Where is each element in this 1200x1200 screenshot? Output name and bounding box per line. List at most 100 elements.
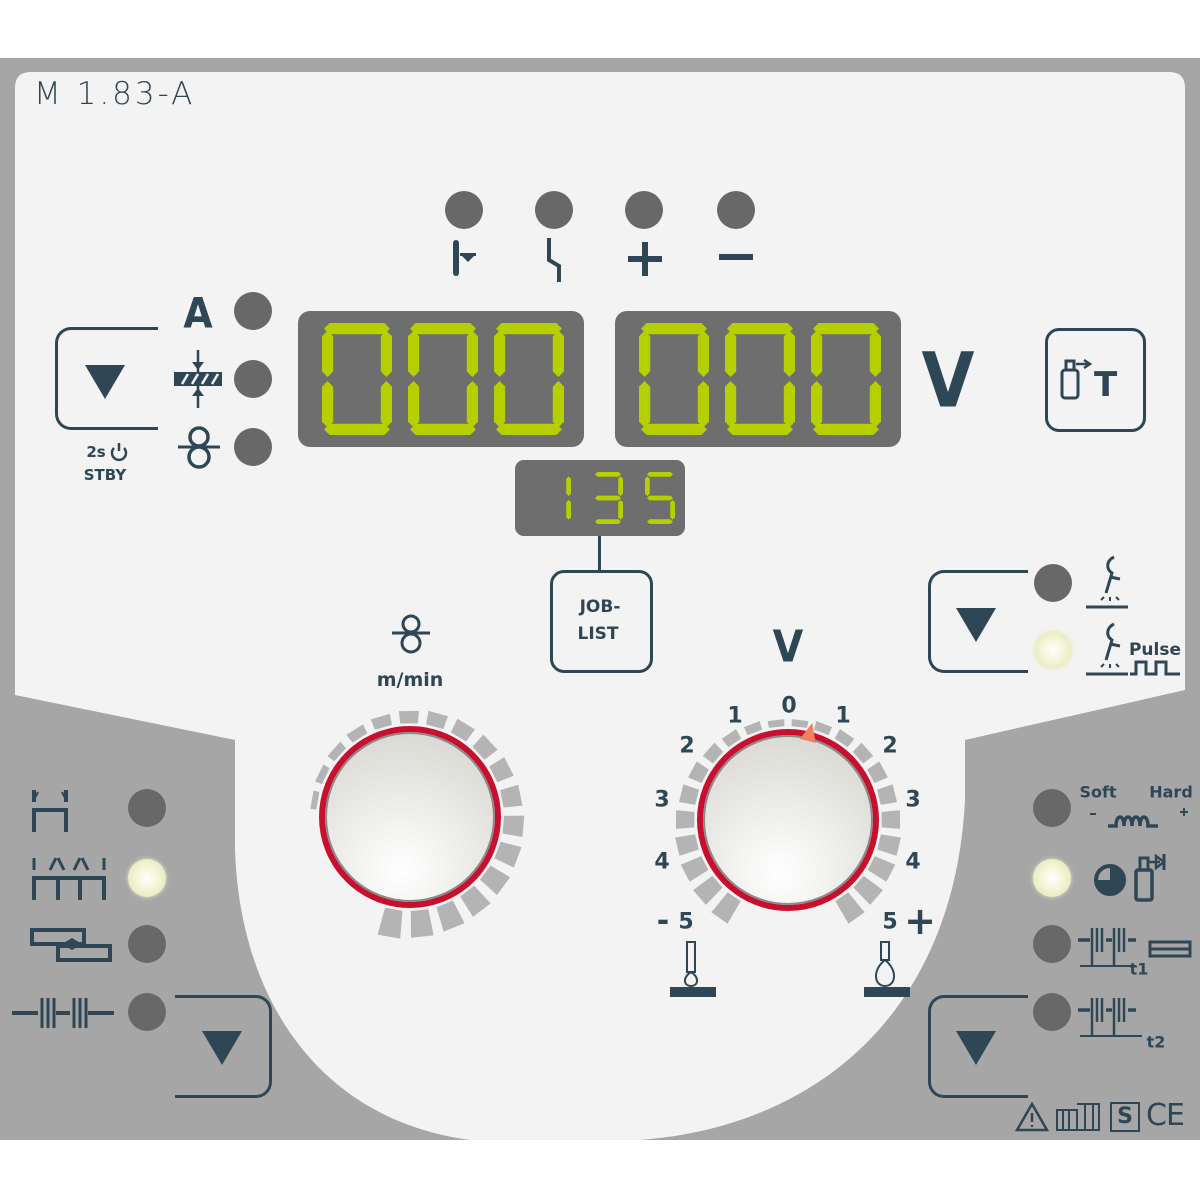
display-segment [639,330,651,377]
temperature-icon [453,240,476,276]
seven-segment-readout [566,472,675,524]
gas-post-flow-icon [1094,853,1167,902]
operating-mode-button[interactable] [175,995,272,1098]
short-arc-icon [670,941,716,997]
display-segment [496,323,562,335]
dial-pointer [799,722,816,743]
display-segment [727,323,793,335]
standby-label: STBY [83,466,127,484]
display-segment [380,330,392,377]
dial-knob[interactable] [697,729,879,911]
display-segment [496,423,562,435]
manual-icon [1056,1103,1100,1131]
display-segment [566,500,571,520]
display-segment [670,500,675,520]
dial-tick [743,721,763,736]
led-spot-time [1033,925,1071,963]
seven-segment-readout [639,323,881,435]
plus-icon [628,242,662,276]
dial-tick [398,710,419,724]
display-segment [641,323,707,335]
volt-unit-label: V [921,335,975,425]
parameter-mode-button[interactable] [928,995,1028,1098]
scale-left-3: 3 [654,787,670,813]
display-segment [813,423,879,435]
arrow-down-icon [956,608,996,642]
job-connector-line [598,536,601,570]
display-segment [811,330,823,377]
dial-tick [450,718,475,742]
dial-knob-rim [703,735,873,905]
display-segment [869,330,881,377]
dial-tick [721,729,742,748]
dial-tick [867,856,896,882]
display-segment [322,381,334,428]
wire-feed-icon [392,614,430,654]
display-segment [697,381,709,428]
dial-tick [688,761,709,784]
dial-tick [494,841,522,868]
job-list-label-2: LIST [577,624,619,644]
gas-test-button[interactable] [1045,328,1146,432]
dial-tick [813,721,833,736]
wire-speed-dial[interactable] [300,700,540,960]
dial-tick [436,900,465,932]
s-mark: S [1110,1102,1140,1132]
display-segment [783,330,795,377]
display-segment [645,476,650,496]
arrow-down-icon [202,1031,242,1065]
ce-mark: CE [1146,1098,1185,1133]
scale-zero: 0 [781,693,797,719]
led-interval [128,993,166,1031]
scale-right-4: 4 [905,849,921,875]
led-four-step [128,859,166,897]
pulse-label: Pulse [1128,640,1182,660]
dial-tick [881,810,901,829]
voltage-correction-dial[interactable] [660,700,920,940]
dial-tick [693,875,723,905]
led-process-standard [1034,564,1072,602]
dial-tick [867,761,888,784]
scale-right-5: 5 [882,909,898,935]
led-fault [535,191,573,229]
led-polarity-minus [717,191,755,229]
wire-feed-icon [178,426,220,469]
dial-knob[interactable] [319,726,501,908]
t2-label: t2 [1146,1032,1166,1052]
led-polarity-plus [625,191,663,229]
display-segment [552,381,564,428]
led-wire-feed [234,428,272,466]
process-select-button[interactable] [928,570,1028,673]
scale-left-4: 4 [654,849,670,875]
dial-tick [472,734,498,760]
display-segment [727,423,793,435]
job-list-button[interactable] [550,570,653,673]
dial-tick [834,729,855,748]
display-segment [466,381,478,428]
dial-tick [835,892,865,924]
display-job [515,460,685,536]
display-segment [322,330,334,377]
display-segment [725,330,737,377]
dial-knob-rim [325,732,495,902]
t1-label: t1 [1129,959,1149,979]
display-segment [494,381,506,428]
wire-speed-unit: m/min [376,669,444,691]
arc-dynamics-icon [1090,808,1188,828]
dial-tick [502,815,525,838]
dial-tick [426,710,449,730]
display-segment [869,381,881,428]
display-segment [813,323,879,335]
parameter-select-button[interactable] [55,327,158,430]
led-material-thickness [234,360,272,398]
interval-icon [12,998,114,1028]
dial-tick [702,742,724,764]
four-step-icon [32,857,106,900]
two-step-icon [32,790,68,832]
spot-weld-icon [30,928,112,962]
spot-time-icon [1078,928,1192,967]
led-spot [128,925,166,963]
display-segment [783,381,795,428]
scale-plus: + [904,899,936,943]
display-segment [647,472,673,477]
